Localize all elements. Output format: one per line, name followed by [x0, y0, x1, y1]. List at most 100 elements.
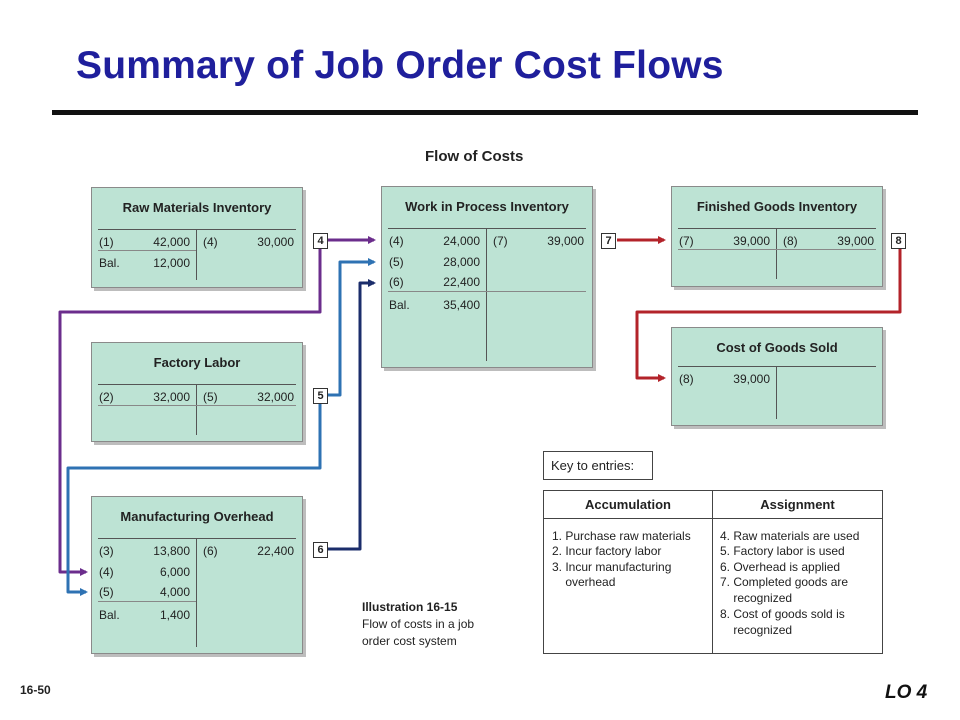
credit-amount: 30,000 — [257, 235, 294, 249]
t-account-divider — [196, 539, 197, 647]
learning-objective-tag: LO 4 — [885, 682, 928, 703]
key-label-box: Key to entries: — [543, 451, 653, 480]
accumulation-item: overhead — [552, 575, 616, 589]
credit-amount: 22,400 — [257, 544, 294, 558]
row-rule — [98, 601, 196, 602]
assignment-item: 4. Raw materials are used — [720, 529, 860, 543]
debit-amount: 24,000 — [443, 234, 480, 248]
illustration-caption-line: order cost system — [362, 634, 457, 648]
account-name: Factory Labor — [153, 355, 241, 370]
account-finished-goods: Finished Goods Inventory (7) 39,000 (8) … — [671, 186, 883, 287]
t-account-rule — [98, 229, 296, 230]
t-account-divider — [776, 367, 777, 419]
flow-heading: Flow of Costs — [425, 148, 524, 165]
debit-ref: (5) — [389, 255, 404, 269]
title-rule — [52, 110, 918, 115]
t-account-divider — [196, 385, 197, 435]
arrow-labor-to-overhead — [66, 403, 322, 596]
debit-ref: (4) — [389, 234, 404, 248]
debit-amount: 42,000 — [153, 235, 190, 249]
accumulation-item: 3. Incur manufacturing — [552, 560, 672, 574]
credit-ref: (7) — [493, 234, 508, 248]
account-name: Work in Process Inventory — [405, 199, 569, 214]
debit-ref: (2) — [99, 390, 114, 404]
account-name: Finished Goods Inventory — [696, 199, 858, 214]
illustration-caption-line: Flow of costs in a job — [362, 617, 475, 631]
debit-ref: (3) — [99, 544, 114, 558]
account-name: Manufacturing Overhead — [120, 509, 274, 524]
entry-badge-5: 5 — [313, 388, 328, 404]
debit-amount: 39,000 — [733, 234, 770, 248]
arrow-labor-to-wip — [327, 258, 376, 397]
row-rule — [98, 405, 296, 406]
accumulation-item: 2. Incur factory labor — [552, 544, 662, 558]
entry-badge-6: 6 — [313, 542, 328, 558]
debit-amount: 28,000 — [443, 255, 480, 269]
assignment-item: 8. Cost of goods sold is — [720, 607, 845, 621]
account-raw-materials: Raw Materials Inventory (1) 42,000 Bal. … — [91, 187, 303, 288]
debit-ref: (7) — [679, 234, 694, 248]
debit-amount: 6,000 — [159, 565, 190, 579]
key-label: Key to entries: — [551, 458, 635, 473]
row-rule — [678, 249, 876, 250]
debit-ref: (8) — [679, 372, 694, 386]
account-name: Cost of Goods Sold — [716, 340, 838, 355]
t-account-divider — [196, 230, 197, 280]
account-name: Raw Materials Inventory — [122, 200, 272, 215]
t-account-rule — [388, 228, 586, 229]
balance-ref: Bal. — [389, 298, 410, 312]
account-cost-of-goods-sold: Cost of Goods Sold (8) 39,000 — [671, 327, 883, 426]
debit-ref: (4) — [99, 565, 114, 579]
debit-amount: 22,400 — [443, 275, 480, 289]
debit-amount: 39,000 — [733, 372, 770, 386]
debit-ref: (1) — [99, 235, 114, 249]
assignment-item: recognized — [720, 623, 793, 637]
credit-amount: 39,000 — [837, 234, 874, 248]
t-account-divider — [486, 229, 487, 361]
row-rule — [98, 250, 196, 251]
assignment-item: 5. Factory labor is used — [720, 544, 845, 558]
credit-amount: 32,000 — [257, 390, 294, 404]
debit-amount: 13,800 — [153, 544, 190, 558]
entry-badge-7: 7 — [601, 233, 616, 249]
account-work-in-process: Work in Process Inventory (4) 24,000 (5)… — [381, 186, 593, 368]
debit-amount: 4,000 — [159, 585, 190, 599]
slide-title: Summary of Job Order Cost Flows — [76, 44, 724, 87]
t-account-divider — [776, 229, 777, 279]
assignment-header: Assignment — [760, 497, 835, 512]
assignment-item: 7. Completed goods are — [720, 575, 849, 589]
debit-ref: (5) — [99, 585, 114, 599]
accumulation-header: Accumulation — [585, 497, 671, 512]
t-account-rule — [678, 228, 876, 229]
accumulation-item: 1. Purchase raw materials — [552, 529, 691, 543]
account-factory-labor: Factory Labor (2) 32,000 (5) 32,000 — [91, 342, 303, 442]
page-number: 16-50 — [20, 683, 51, 697]
assignment-item: recognized — [720, 591, 793, 605]
account-manufacturing-overhead: Manufacturing Overhead (3) 13,800 (4) 6,… — [91, 496, 303, 654]
balance-ref: Bal. — [99, 608, 120, 622]
arrow-finished-to-cogs — [635, 248, 902, 382]
credit-ref: (8) — [783, 234, 798, 248]
t-account-rule — [678, 366, 876, 367]
credit-ref: (4) — [203, 235, 218, 249]
key-header-rule — [544, 518, 882, 519]
t-account-rule — [98, 538, 296, 539]
t-account-rule — [98, 384, 296, 385]
debit-ref: (6) — [389, 275, 404, 289]
illustration-number: Illustration 16-15 — [362, 600, 458, 614]
credit-ref: (6) — [203, 544, 218, 558]
key-column-divider — [712, 491, 713, 653]
entry-badge-4: 4 — [313, 233, 328, 249]
arrow-overhead-to-wip — [327, 279, 376, 551]
balance-amount: 12,000 — [153, 256, 190, 270]
row-rule — [388, 291, 586, 292]
assignment-item: 6. Overhead is applied — [720, 560, 841, 574]
balance-amount: 35,400 — [443, 298, 480, 312]
key-table: Accumulation Assignment 1. Purchase raw … — [543, 490, 883, 654]
credit-amount: 39,000 — [547, 234, 584, 248]
debit-amount: 32,000 — [153, 390, 190, 404]
balance-amount: 1,400 — [159, 608, 190, 622]
credit-ref: (5) — [203, 390, 218, 404]
entry-badge-8: 8 — [891, 233, 906, 249]
